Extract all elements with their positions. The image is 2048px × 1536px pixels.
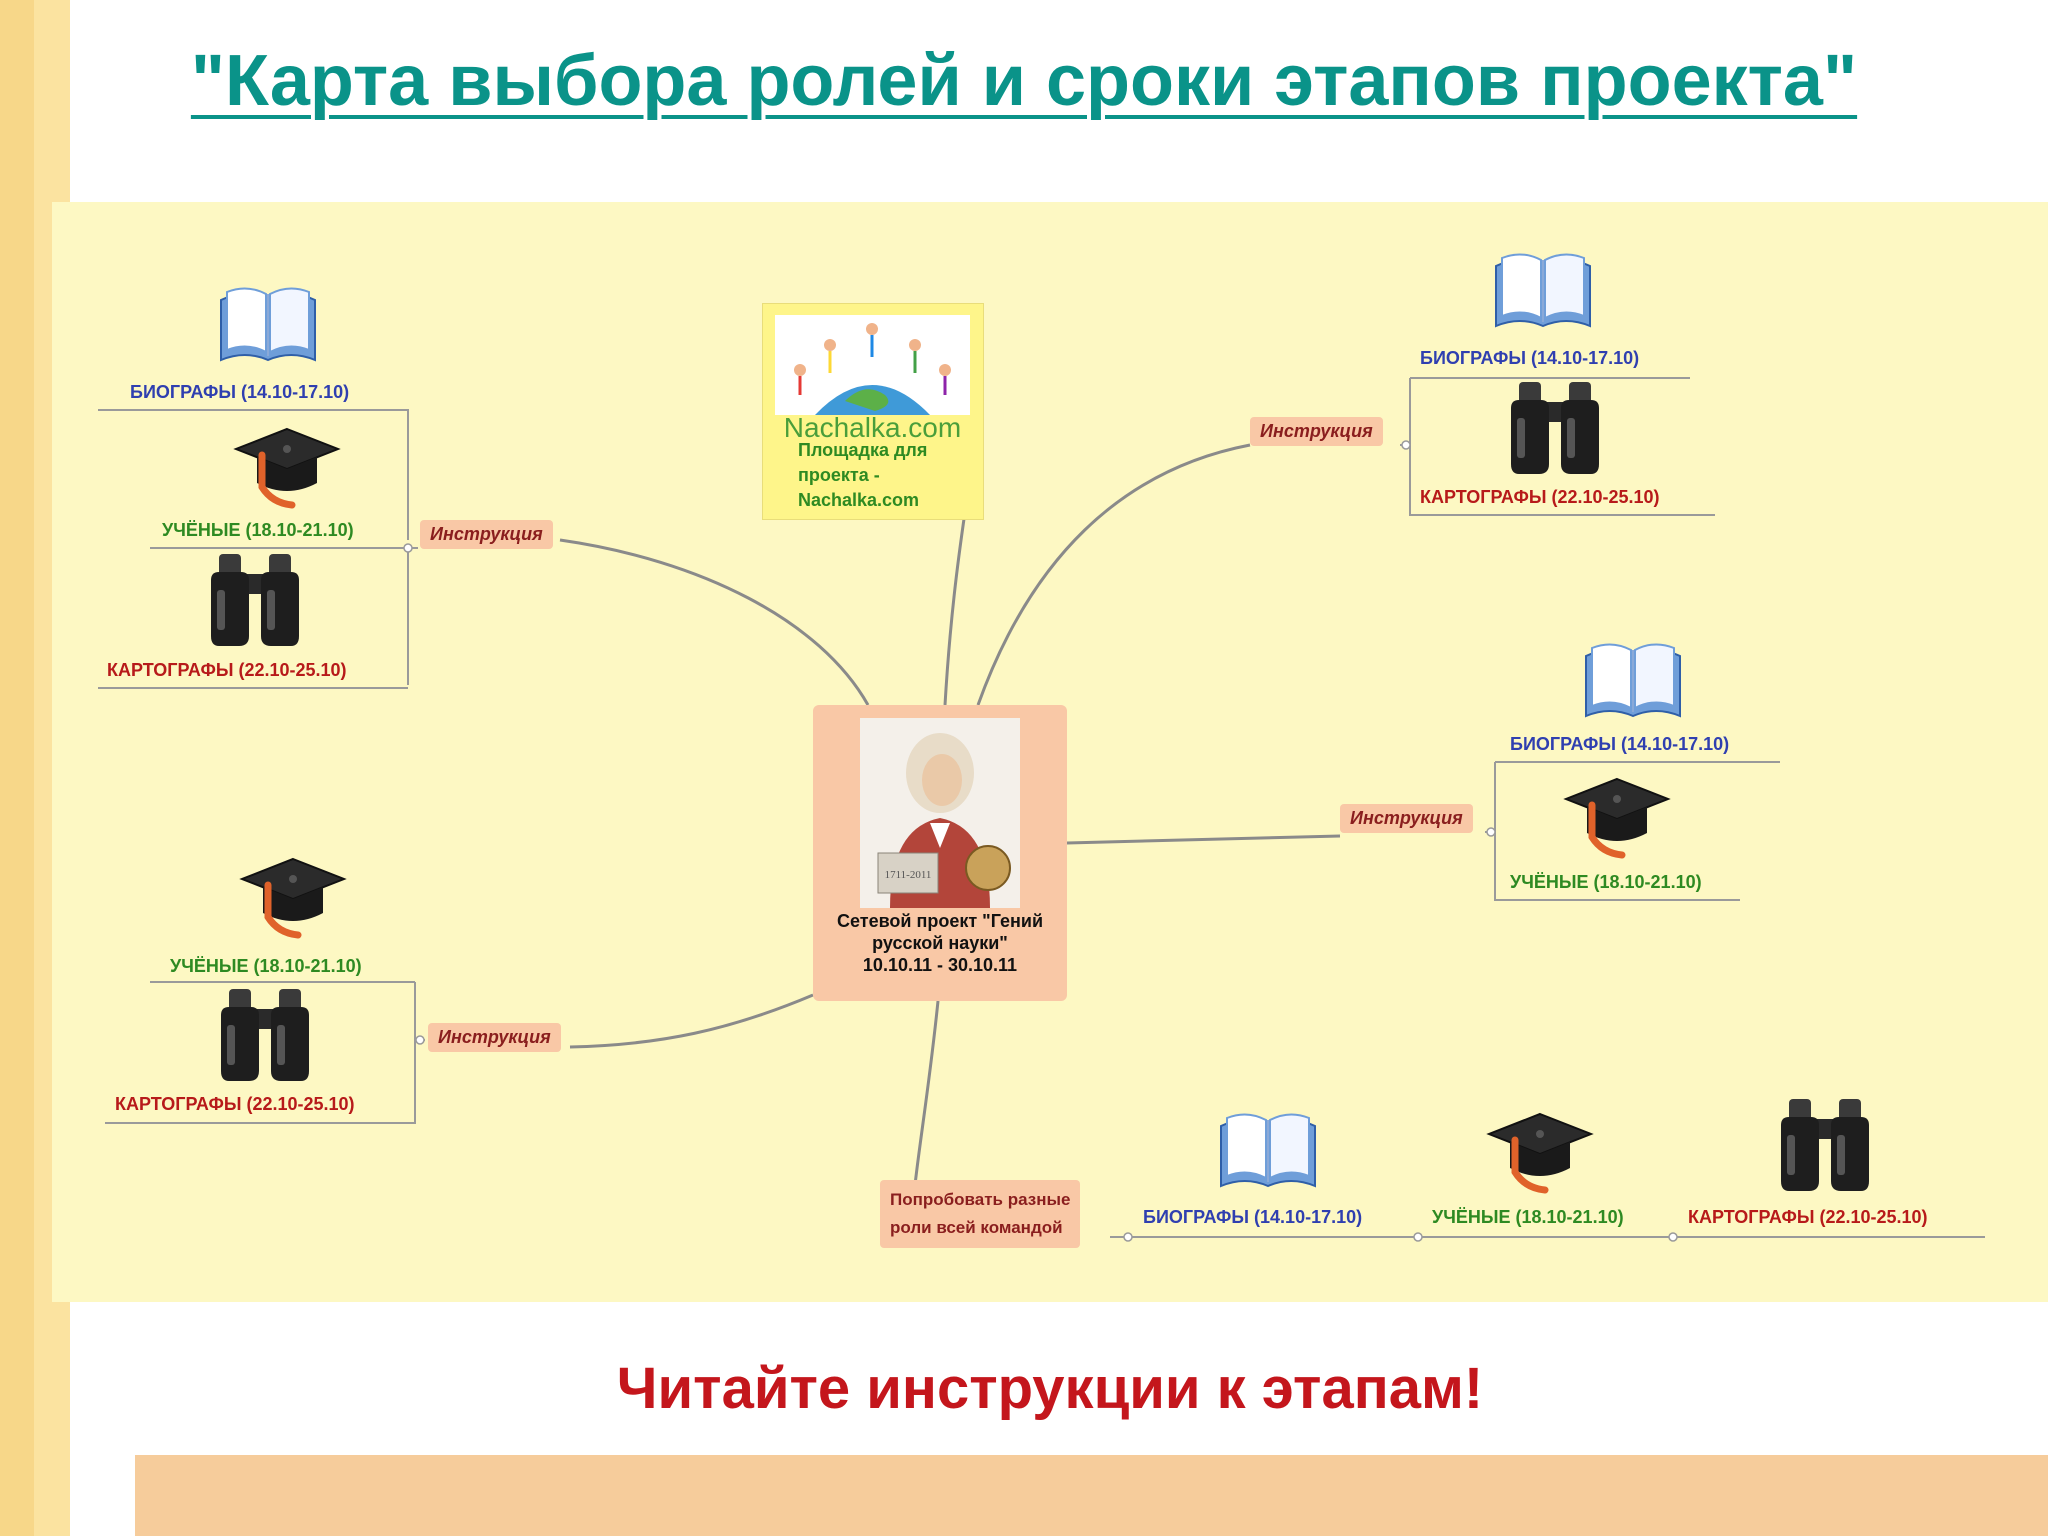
- team-roles-line2: роли всей командой: [890, 1218, 1063, 1237]
- graduation-cap-icon: [1486, 1112, 1594, 1194]
- role-biographers[interactable]: БИОГРАФЫ (14.10-17.10): [130, 382, 350, 402]
- footer-note: Читайте инструкции к этапам!: [616, 1356, 1484, 1421]
- center-label-line2: русской науки": [872, 933, 1008, 953]
- center-label-line1: Сетевой проект "Гений: [836, 911, 1044, 931]
- binoculars-icon: [1511, 382, 1599, 474]
- graduation-cap-icon: [233, 427, 341, 509]
- platform-label-line1: Площадка для: [798, 440, 928, 460]
- connector-center-team: [913, 1000, 940, 1186]
- role-cartographers[interactable]: КАРТОГРАФЫ (22.10-25.10): [1420, 487, 1660, 507]
- role-scientists[interactable]: УЧЁНЫЕ (18.10-21.10): [170, 956, 362, 976]
- team-roles-line1: Попробовать разные: [890, 1190, 1071, 1209]
- platform-label: Площадка для проекта - Nachalka.com: [798, 438, 927, 513]
- graduation-cap-icon: [1563, 777, 1671, 859]
- instruction-node-bottom-left[interactable]: Инструкция: [428, 1023, 561, 1052]
- book-icon: [1495, 253, 1591, 328]
- role-biographers[interactable]: БИОГРАФЫ (14.10-17.10): [1143, 1207, 1363, 1227]
- platform-label-line3: Nachalka.com: [798, 490, 920, 510]
- instruction-node-top-right[interactable]: Инструкция: [1250, 417, 1383, 446]
- binoculars-icon: [211, 554, 299, 646]
- instruction-node-top-left[interactable]: Инструкция: [420, 520, 553, 549]
- portrait-icon: 1711-2011: [860, 718, 1020, 908]
- team-roles-node[interactable]: Попробовать разные роли всей командой: [880, 1180, 1081, 1248]
- role-cartographers[interactable]: КАРТОГРАФЫ (22.10-25.10): [115, 1094, 355, 1114]
- role-biographers[interactable]: БИОГРАФЫ (14.10-17.10): [1420, 348, 1640, 368]
- portrait-caption: 1711-2011: [885, 869, 932, 881]
- binoculars-icon: [221, 989, 309, 1081]
- page-title: "Карта выбора ролей и сроки этапов проек…: [190, 41, 1858, 121]
- book-icon: [1220, 1113, 1316, 1188]
- center-label-line3: 10.10.11 - 30.10.11: [862, 955, 1018, 975]
- connector-center-instr-mid-right: [1066, 834, 1341, 845]
- connector-center-instr-top-right: [976, 443, 1251, 706]
- left-decor-strip-inner: [0, 0, 34, 1536]
- book-icon: [220, 287, 316, 362]
- connector-center-instr-bottom-left: [569, 993, 814, 1049]
- graduation-cap-icon: [239, 857, 347, 939]
- role-biographers[interactable]: БИОГРАФЫ (14.10-17.10): [1510, 734, 1730, 754]
- role-scientists[interactable]: УЧЁНЫЕ (18.10-21.10): [1432, 1207, 1624, 1227]
- binoculars-icon: [1781, 1099, 1869, 1191]
- instruction-node-mid-right[interactable]: Инструкция: [1340, 804, 1473, 833]
- role-cartographers[interactable]: КАРТОГРАФЫ (22.10-25.10): [107, 660, 347, 680]
- center-label: Сетевой проект "Гений русской науки" 10.…: [813, 910, 1067, 976]
- platform-logo: Nachalka.com: [783, 412, 962, 443]
- bottom-decor-bar: [135, 1455, 2048, 1536]
- platform-label-line2: проекта -: [798, 465, 880, 485]
- role-scientists[interactable]: УЧЁНЫЕ (18.10-21.10): [162, 520, 354, 540]
- kids-globe-icon: [775, 315, 970, 415]
- book-icon: [1585, 643, 1681, 718]
- role-scientists[interactable]: УЧЁНЫЕ (18.10-21.10): [1510, 872, 1702, 892]
- connector-center-nachalka: [943, 511, 967, 706]
- connector-center-instr-top-left: [559, 538, 870, 706]
- role-cartographers[interactable]: КАРТОГРАФЫ (22.10-25.10): [1688, 1207, 1928, 1227]
